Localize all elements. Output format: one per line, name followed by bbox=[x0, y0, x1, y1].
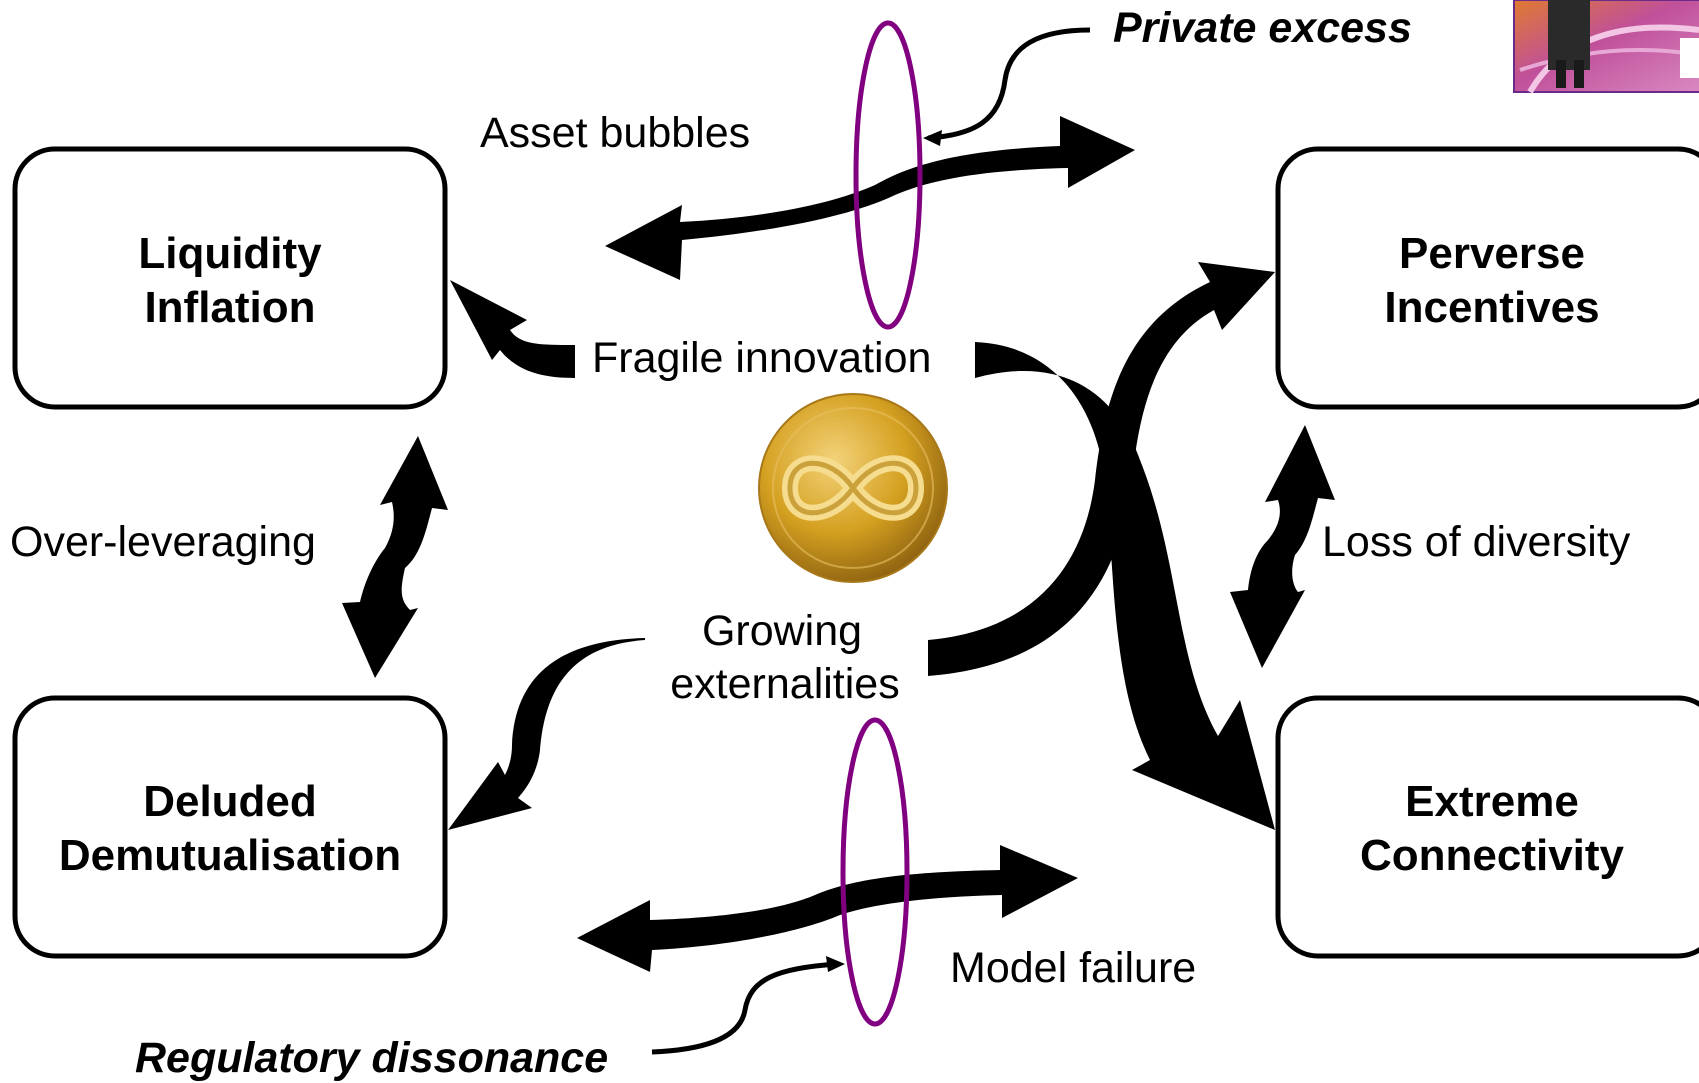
box-extreme-connectivity: Extreme Connectivity bbox=[1275, 695, 1699, 959]
box-liquidity-inflation: Liquidity Inflation bbox=[12, 146, 448, 410]
label-loss-of-diversity: Loss of diversity bbox=[1322, 518, 1631, 566]
box-liquidity-line2: Inflation bbox=[144, 283, 315, 332]
arrow-fragile-to-liquidity bbox=[450, 280, 575, 378]
arrow-fragile-to-extreme bbox=[975, 342, 1275, 830]
box-perverse-line2: Incentives bbox=[1384, 283, 1599, 332]
box-deluded-line1: Deluded bbox=[143, 777, 317, 826]
arrow-loss-of-diversity bbox=[1230, 425, 1335, 668]
arrow-externalities-to-perverse bbox=[928, 262, 1275, 676]
pointer-private-excess-head bbox=[923, 130, 942, 146]
corner-logo bbox=[1513, 0, 1699, 94]
box-extreme-line2: Connectivity bbox=[1360, 831, 1625, 880]
pointer-private-excess bbox=[927, 27, 1091, 141]
ring-private-excess bbox=[853, 20, 923, 330]
label-growing: Growing bbox=[702, 607, 862, 655]
label-asset-bubbles: Asset bubbles bbox=[480, 109, 750, 157]
arrow-asset-bubbles bbox=[605, 116, 1135, 280]
box-deluded-demutualisation: Deluded Demutualisation bbox=[12, 695, 448, 959]
ring-regulatory bbox=[840, 717, 910, 1027]
label-model-failure: Model failure bbox=[950, 944, 1196, 992]
label-over-leveraging: Over-leveraging bbox=[10, 518, 316, 566]
pointer-regulatory bbox=[651, 961, 839, 1055]
arrow-model-failure bbox=[577, 845, 1078, 972]
label-fragile-innovation: Fragile innovation bbox=[592, 334, 931, 382]
box-extreme-line1: Extreme bbox=[1405, 777, 1579, 826]
infinity-coin bbox=[758, 393, 948, 583]
box-perverse-line1: Perverse bbox=[1399, 229, 1585, 278]
label-private-excess: Private excess bbox=[1113, 4, 1412, 52]
box-liquidity-line1: Liquidity bbox=[138, 229, 322, 278]
pointer-regulatory-head bbox=[826, 956, 845, 972]
label-regulatory-dissonance: Regulatory dissonance bbox=[135, 1034, 608, 1082]
arrow-over-leveraging bbox=[342, 436, 448, 678]
label-externalities: externalities bbox=[670, 660, 899, 708]
box-deluded-line2: Demutualisation bbox=[59, 831, 401, 880]
arrow-externalities-to-deluded bbox=[448, 638, 645, 830]
box-perverse-incentives: Perverse Incentives bbox=[1275, 146, 1699, 410]
